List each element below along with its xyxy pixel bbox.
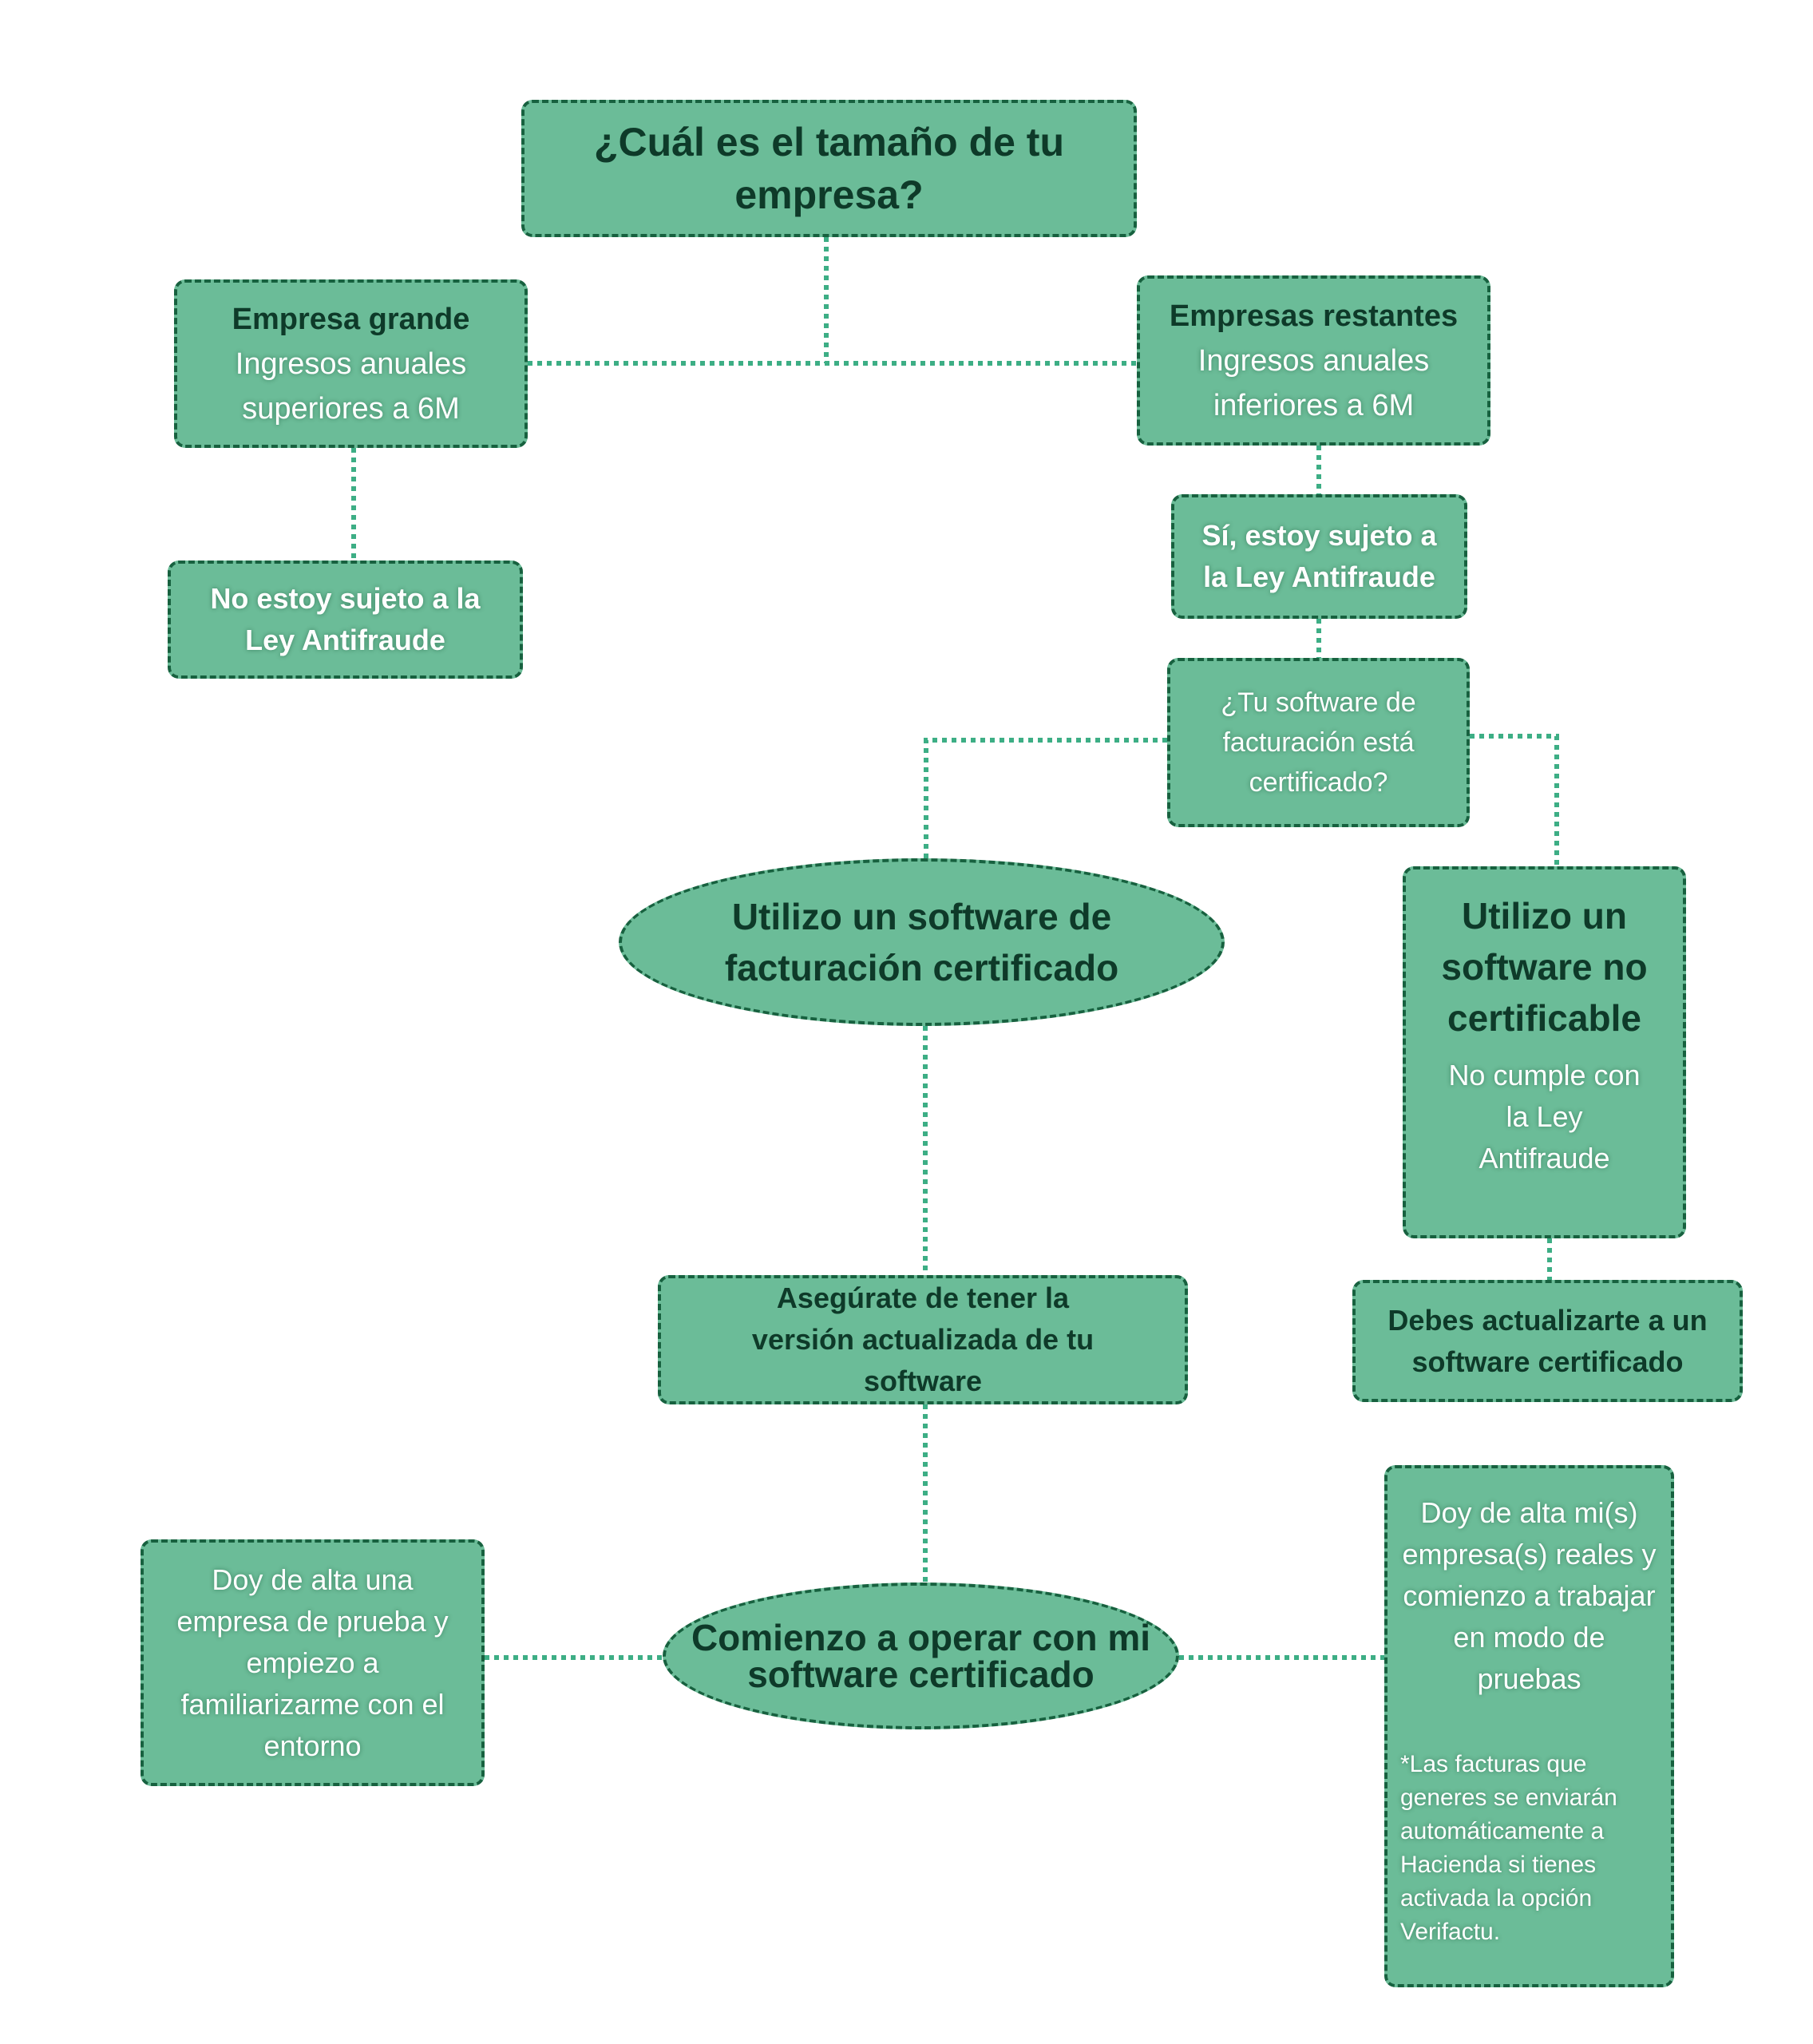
start-operating-text: Comienzo a operar con mi software certif… <box>691 1617 1151 1695</box>
question-size-node: ¿Cuál es el tamaño de tu empresa? <box>521 100 1137 237</box>
large-company-desc: Ingresos anuales superiores a 6M <box>235 347 467 426</box>
question-certified-text: ¿Tu software de facturación está certifi… <box>1221 687 1416 798</box>
real-companies-node: Doy de alta mi(s) empresa(s) reales y co… <box>1384 1465 1674 1987</box>
rest-companies-node: Empresas restantes Ingresos anuales infe… <box>1137 275 1490 446</box>
real-companies-note: *Las facturas que generes se enviarán au… <box>1400 1751 1617 1945</box>
real-companies-text: Doy de alta mi(s) empresa(s) reales y co… <box>1402 1496 1657 1695</box>
connector-certified <box>924 738 1167 858</box>
connector-top <box>528 237 1137 366</box>
must-update-node: Debes actualizarte a un software certifi… <box>1352 1280 1743 1402</box>
update-version-text: Asegúrate de tener la versión actualizad… <box>751 1281 1095 1397</box>
certified-ellipse: Utilizo un software de facturación certi… <box>619 858 1225 1026</box>
certified-text: Utilizo un software de facturación certi… <box>724 896 1119 988</box>
subject-node: Sí, estoy sujeto a la Ley Antifraude <box>1171 494 1467 619</box>
not-certifiable-node: Utilizo un software no certificable No c… <box>1403 866 1686 1238</box>
not-certifiable-desc: No cumple con la Ley Antifraude <box>1448 1059 1641 1175</box>
large-company-title: Empresa grande <box>232 302 470 336</box>
test-company-text: Doy de alta una empresa de prueba y empi… <box>176 1563 449 1762</box>
must-update-text: Debes actualizarte a un software certifi… <box>1387 1303 1708 1378</box>
rest-companies-title: Empresas restantes <box>1169 299 1459 333</box>
question-size-text: ¿Cuál es el tamaño de tu empresa? <box>593 120 1064 217</box>
update-version-node: Asegúrate de tener la versión actualizad… <box>658 1275 1188 1404</box>
start-operating-ellipse: Comienzo a operar con mi software certif… <box>663 1583 1179 1729</box>
large-company-node: Empresa grande Ingresos anuales superior… <box>174 279 528 448</box>
connector-not-certified <box>1470 734 1559 866</box>
subject-text: Sí, estoy sujeto a la Ley Antifraude <box>1201 519 1437 593</box>
question-certified-node: ¿Tu software de facturación está certifi… <box>1167 658 1470 827</box>
rest-companies-desc: Ingresos anuales inferiores a 6M <box>1197 343 1430 422</box>
not-certifiable-title: Utilizo un software no certificable <box>1441 895 1648 1039</box>
test-company-node: Doy de alta una empresa de prueba y empi… <box>141 1539 485 1786</box>
not-subject-text: No estoy sujeto a la Ley Antifraude <box>210 582 481 656</box>
not-subject-node: No estoy sujeto a la Ley Antifraude <box>168 561 523 679</box>
